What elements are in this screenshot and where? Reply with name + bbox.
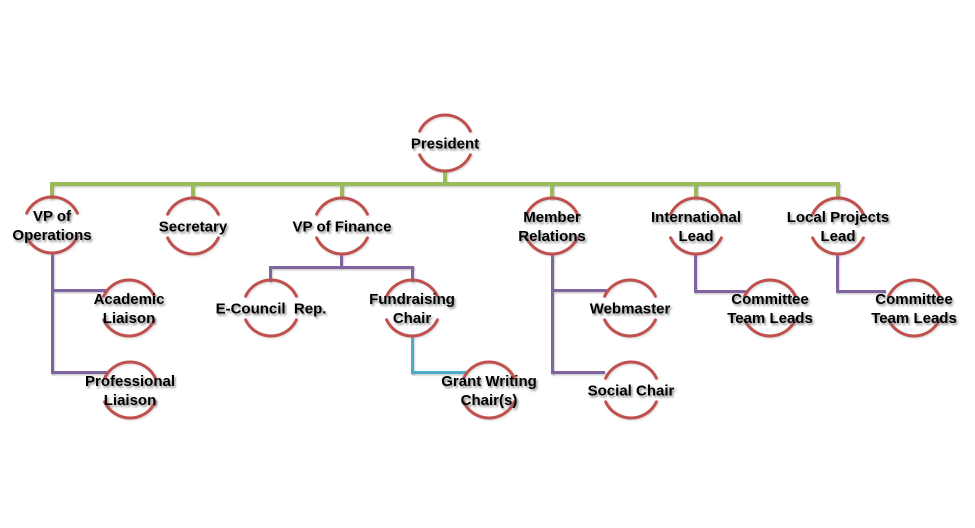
- node-ring: [604, 360, 658, 420]
- connector-segment-level3: [411, 336, 414, 374]
- connector-segment-level2: [411, 266, 414, 282]
- node-ring: [418, 113, 472, 173]
- connector-segment-level1: [443, 170, 447, 184]
- org-node-label: Committee Team Leads: [727, 291, 813, 327]
- org-node-label: Academic Liaison: [93, 291, 165, 327]
- node-ring: [315, 196, 369, 256]
- org-node-label: Grant Writing Chair(s): [441, 373, 537, 409]
- org-node-label: Committee Team Leads: [871, 291, 957, 327]
- org-node-label: Fundraising Chair: [369, 291, 455, 327]
- node-ring: [25, 195, 79, 255]
- node-ring: [385, 278, 439, 338]
- connector-segment-level2: [836, 290, 886, 293]
- connector-segment-level1: [191, 184, 195, 199]
- node-ring: [244, 278, 298, 338]
- connector-segment-level2: [694, 290, 746, 293]
- org-node-label: Member Relations: [518, 209, 586, 245]
- node-ring: [603, 278, 657, 338]
- connector-segment-level1: [50, 184, 54, 199]
- connector-segment-level1: [340, 184, 344, 199]
- node-ring: [102, 278, 156, 338]
- connector-segment-level1: [694, 184, 698, 199]
- node-ring: [462, 360, 516, 420]
- connector-segment-level2: [51, 371, 108, 374]
- connector-segment-level1: [50, 182, 840, 186]
- connector-segment-level2: [694, 253, 697, 292]
- connector-segment-level2: [836, 253, 839, 292]
- org-node-label: Local Projects Lead: [786, 209, 890, 245]
- node-ring: [887, 278, 941, 338]
- connector-segment-level2: [551, 371, 605, 374]
- node-ring: [103, 360, 157, 420]
- connector-segment-level2: [551, 253, 554, 374]
- node-ring: [743, 278, 797, 338]
- connector-segment-level2: [269, 266, 414, 269]
- org-node-label: International Lead: [650, 209, 742, 245]
- org-node-label: VP of Finance: [292, 218, 392, 236]
- connector-segment-level2: [269, 266, 272, 282]
- org-node-label: Secretary: [158, 218, 228, 236]
- connector-segment-level3: [411, 371, 467, 374]
- connector-segment-level1: [836, 184, 840, 199]
- node-ring: [166, 196, 220, 256]
- connector-segment-level2: [51, 253, 54, 374]
- connector-segment-level1: [550, 184, 554, 199]
- node-ring: [669, 196, 723, 256]
- node-ring: [525, 196, 579, 256]
- org-node-label: Social Chair: [587, 382, 675, 400]
- org-node-label: E-Council Rep.: [215, 300, 327, 318]
- connector-segment-level2: [340, 254, 343, 268]
- org-node-label: President: [410, 135, 480, 153]
- org-node-label: Professional Liaison: [84, 373, 176, 409]
- connector-segment-level2: [551, 289, 607, 292]
- org-node-label: VP of Operations: [12, 208, 92, 244]
- node-ring: [811, 196, 865, 256]
- connector-segment-level2: [51, 289, 108, 292]
- org-node-label: Webmaster: [589, 300, 671, 318]
